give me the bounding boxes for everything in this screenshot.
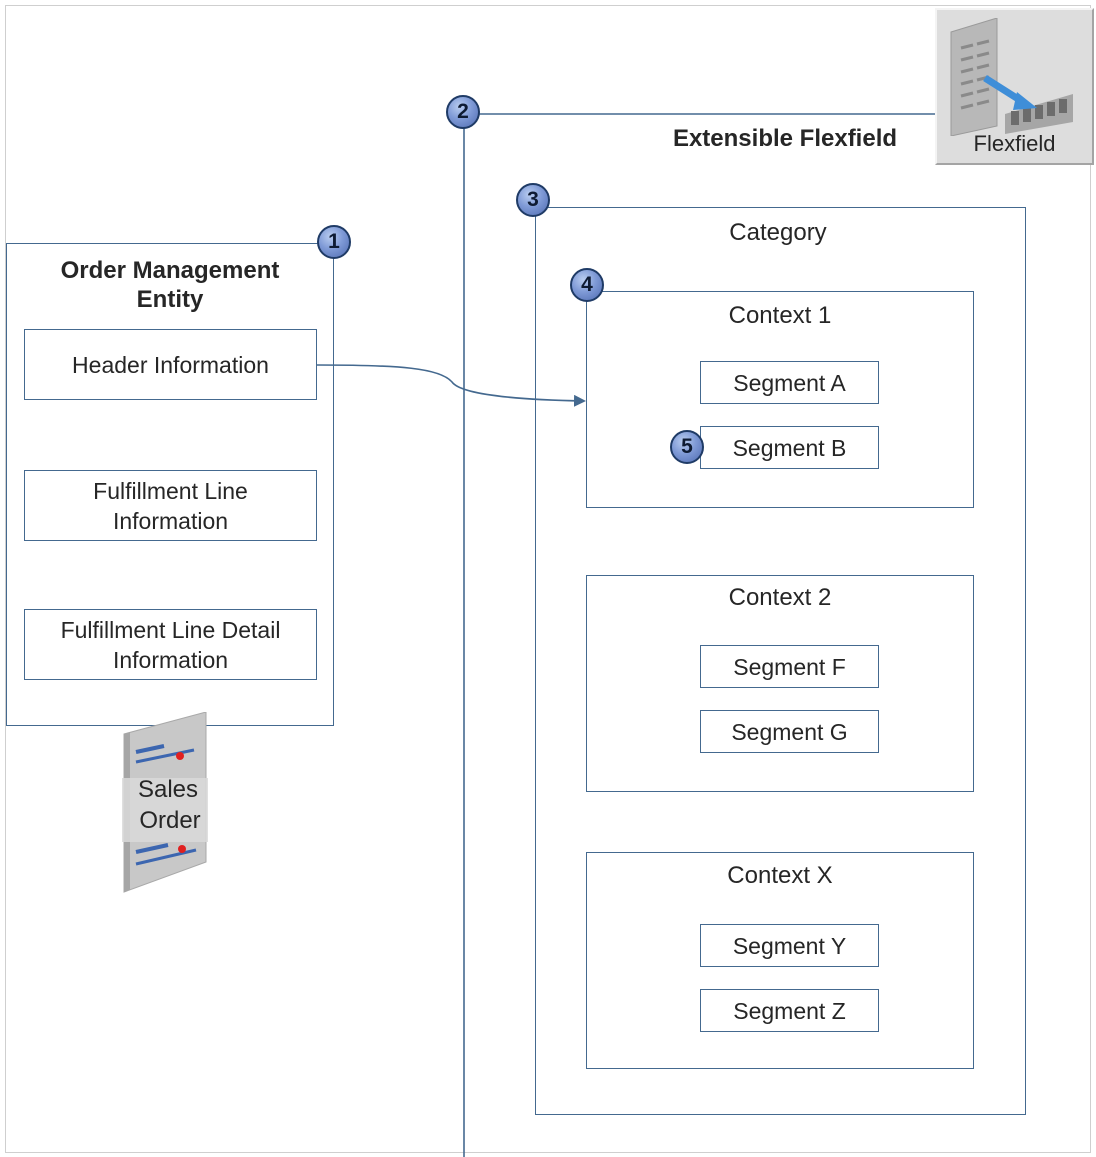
category-box <box>535 207 1026 1115</box>
context-1-box <box>586 291 974 508</box>
segment-f-box: Segment F <box>700 645 879 688</box>
segment-a-label: Segment A <box>733 369 846 396</box>
category-title: Category <box>729 219 827 246</box>
segment-a-box: Segment A <box>700 361 879 404</box>
segment-g-label: Segment G <box>731 718 848 745</box>
flexfield-icon: Flexfield <box>935 8 1094 165</box>
context-2-title: Context 2 <box>728 584 832 611</box>
header-to-context-arrow <box>316 364 586 407</box>
badge-3: 3 <box>516 183 550 217</box>
extensible-flexfield-title: Extensible Flexfield <box>672 125 898 152</box>
fulfillment-line-detail-label-1: Fulfillment Line Detail <box>60 616 281 643</box>
header-information-label: Header Information <box>72 351 269 378</box>
sales-order-label-1: Sales <box>137 776 199 803</box>
flexfield-graphic <box>950 18 1073 136</box>
context-2-box <box>586 575 974 792</box>
fulfillment-line-box: Fulfillment Line Information <box>24 470 317 541</box>
header-information-box: Header Information <box>24 329 317 400</box>
fulfillment-line-detail-label-2: Information <box>112 646 229 673</box>
diagram-frame <box>5 5 1091 1153</box>
fulfillment-line-label-1: Fulfillment Line <box>93 477 248 504</box>
badge-5: 5 <box>670 430 704 464</box>
segment-b-label: Segment B <box>732 434 847 461</box>
context-x-box <box>586 852 974 1069</box>
segment-y-box: Segment Y <box>700 924 879 967</box>
badge-2: 2 <box>446 95 480 129</box>
segment-z-label: Segment Z <box>733 997 846 1024</box>
segment-y-label: Segment Y <box>732 932 847 959</box>
fulfillment-line-label-2: Information <box>112 507 229 534</box>
order-management-title-line1: Order Management <box>60 257 280 284</box>
order-management-title-line2: Entity <box>136 286 204 313</box>
segment-b-box: Segment B <box>700 426 879 469</box>
badge-4: 4 <box>570 268 604 302</box>
context-x-title: Context X <box>727 862 833 889</box>
sales-order-icon <box>122 712 208 893</box>
context-1-title: Context 1 <box>728 302 832 329</box>
segment-f-label: Segment F <box>733 653 846 680</box>
segment-g-box: Segment G <box>700 710 879 753</box>
sales-order-label-2: Order <box>139 807 201 834</box>
flexfield-label: Flexfield <box>973 131 1056 156</box>
badge-1: 1 <box>317 225 351 259</box>
fulfillment-line-detail-box: Fulfillment Line Detail Information <box>24 609 317 680</box>
segment-z-box: Segment Z <box>700 989 879 1032</box>
